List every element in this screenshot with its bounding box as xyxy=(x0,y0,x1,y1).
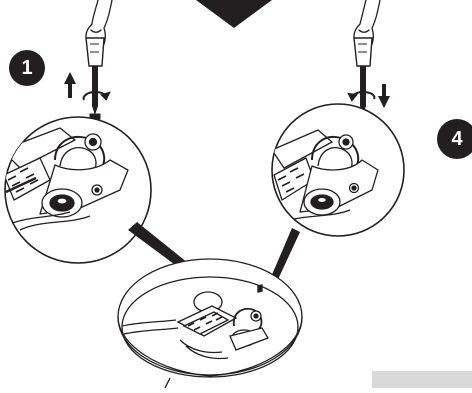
gray-strip xyxy=(372,371,472,388)
step-number-badge-4: 4 xyxy=(437,119,472,159)
down-arrow-indicator xyxy=(196,0,272,28)
arrow-up-icon xyxy=(64,72,76,98)
right-screwdriver-icon xyxy=(354,38,372,115)
left-screwdriver-icon xyxy=(86,38,104,115)
arrow-down-icon xyxy=(378,84,390,108)
ceiling-fixture xyxy=(118,259,302,388)
step-number-4: 4 xyxy=(451,128,462,151)
step-number-1: 1 xyxy=(21,57,32,80)
step-number-badge-1: 1 xyxy=(9,50,45,86)
